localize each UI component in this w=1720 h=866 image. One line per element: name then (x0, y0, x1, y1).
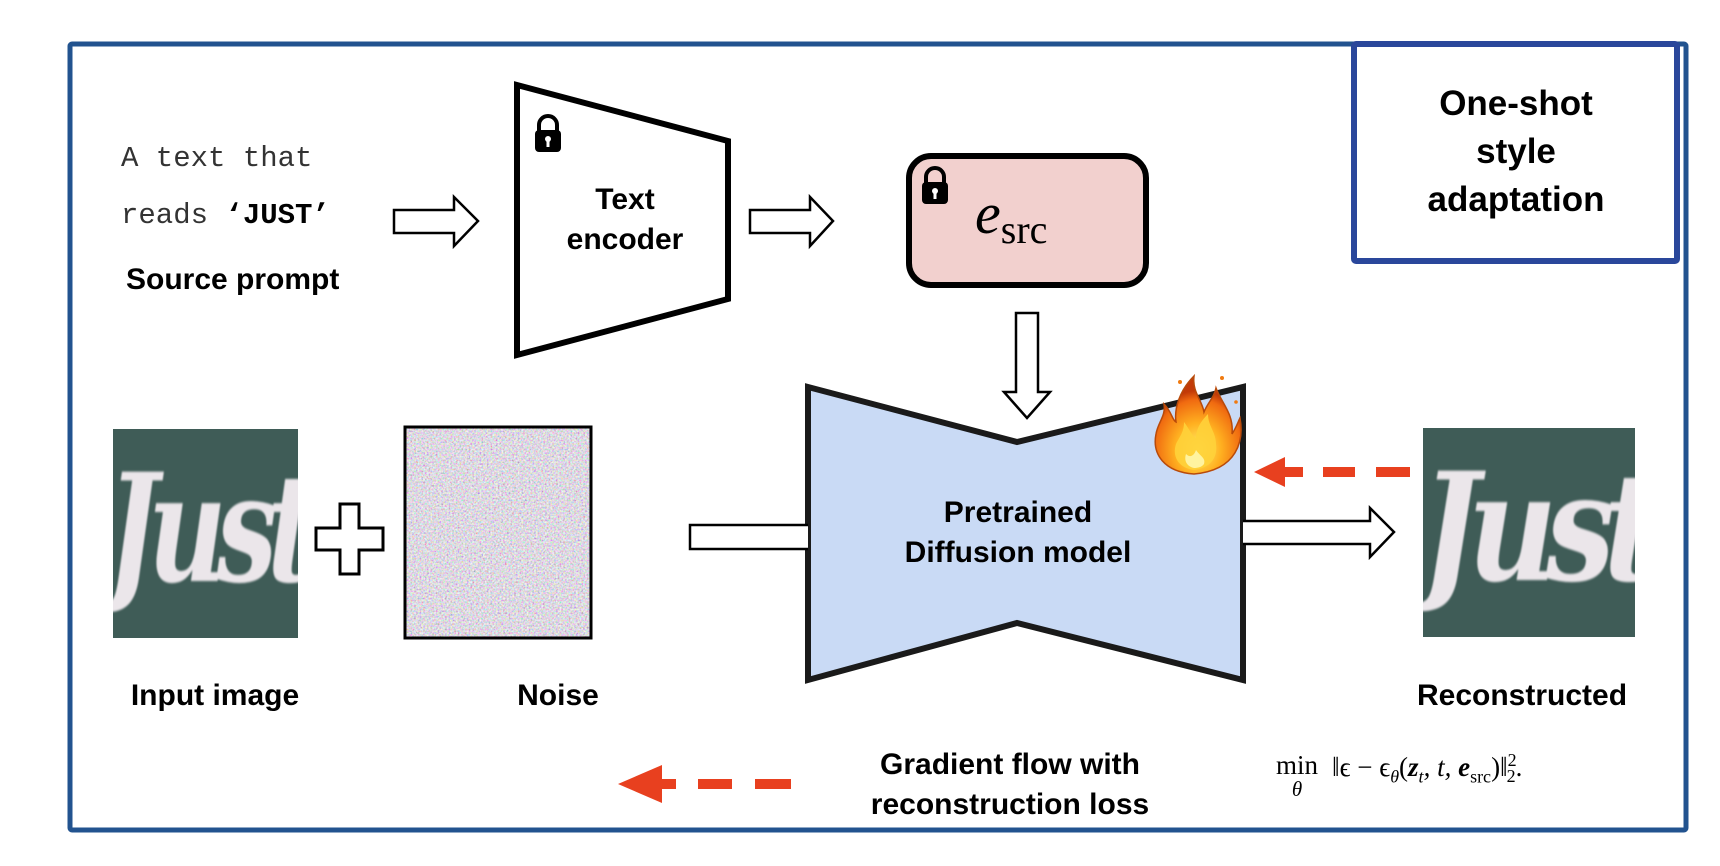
formula-close: )‖ (1491, 752, 1508, 782)
formula-open: ( (1399, 752, 1409, 782)
input-image-word: Just (113, 441, 298, 617)
formula-norm-sub: 2 (1506, 766, 1516, 787)
text-encoder-label-line1: Text (595, 183, 655, 216)
title-box-line1: One-shot (1439, 84, 1593, 123)
formula-eps-sub: θ (1390, 766, 1400, 787)
embedding-symbol: esrc (975, 180, 1047, 253)
formula-z: z (1408, 752, 1419, 782)
fire-icon (1154, 373, 1242, 475)
embedding-lock-icon (922, 166, 948, 204)
arrow-noise-to-diffusion (688, 523, 808, 551)
diffusion-model-block (805, 383, 1246, 684)
formula-min-sub: θ (1291, 777, 1303, 801)
reconstructed-label: Reconstructed (1416, 679, 1628, 712)
text-encoder-label: Text encoder (540, 180, 710, 260)
legend-gradient-text: Gradient flow with reconstruction loss (820, 745, 1200, 825)
reconstructed-image-word: Just (1423, 440, 1635, 616)
title-box-line3: adaptation (1427, 180, 1605, 219)
embedding-subscript: src (1000, 207, 1048, 252)
text-encoder-label-line2: encoder (566, 223, 684, 256)
formula-z-sub: t (1418, 766, 1424, 787)
encoder-lock-icon (535, 114, 561, 152)
legend-line2: reconstruction loss (870, 788, 1150, 821)
legend-gradient-arrow (618, 765, 791, 803)
source-prompt-quoted: ‘JUST’ (225, 199, 330, 232)
diffusion-label-line1: Pretrained (943, 496, 1093, 529)
diffusion-label-line2: Diffusion model (904, 536, 1132, 569)
legend-line1: Gradient flow with (880, 748, 1140, 781)
noise-label: Noise (517, 679, 599, 712)
formula-e: e (1458, 752, 1471, 782)
plus-icon (314, 502, 385, 576)
formula-end: . (1515, 752, 1523, 782)
arrow-diffusion-to-output (1243, 504, 1396, 561)
reconstructed-image (1423, 428, 1635, 637)
outer-frame (67, 41, 1689, 833)
title-box-frame (1351, 41, 1680, 264)
noise-image (403, 425, 593, 640)
arrow-encoder-to-embedding (748, 193, 835, 250)
formula-min: min (1276, 750, 1319, 780)
title-box-label: One-shot style adaptation (1357, 80, 1675, 224)
diffusion-model-label: Pretrained Diffusion model (848, 493, 1188, 573)
embedding-e: e (975, 181, 1001, 246)
input-image (113, 429, 298, 638)
input-image-label: Input image (130, 679, 300, 712)
arrow-embedding-to-diffusion (1001, 311, 1053, 420)
source-prompt-prefix: reads (121, 199, 226, 232)
source-prompt-line1: A text that (121, 142, 313, 175)
source-prompt-label: Source prompt (126, 263, 340, 296)
formula-norm-sup: 2 (1507, 750, 1517, 770)
gradient-arrow-to-diffusion (1254, 457, 1410, 487)
formula-t: , t, (1423, 752, 1459, 782)
formula-e-sub: src (1470, 766, 1492, 787)
embedding-box (906, 153, 1149, 288)
source-prompt-line2: reads ‘JUST’ (121, 199, 330, 232)
arrow-prompt-to-encoder (392, 193, 480, 250)
formula-body-prefix: ‖ϵ − ϵ (1332, 752, 1391, 782)
text-encoder-block (514, 81, 731, 359)
title-box-line2: style (1476, 132, 1556, 171)
